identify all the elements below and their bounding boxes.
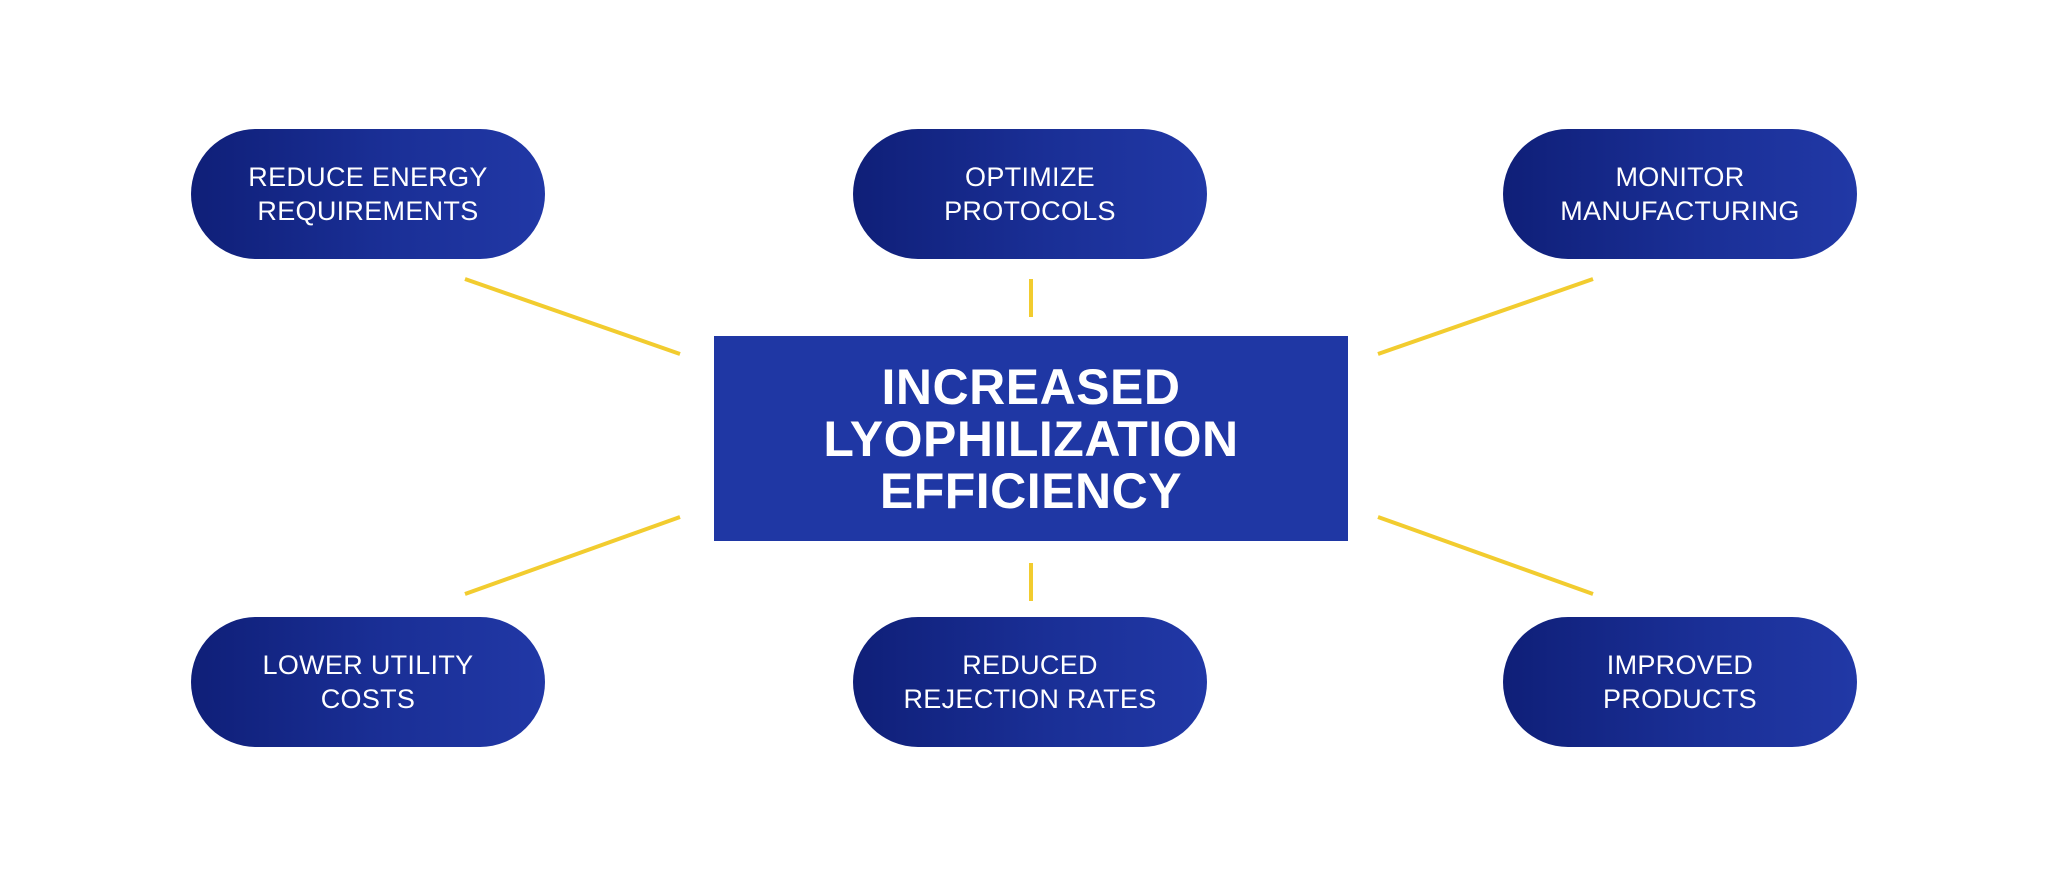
- node-improved-products: IMPROVED PRODUCTS: [1503, 617, 1857, 747]
- connector-top-right: [1377, 277, 1594, 356]
- node-monitor-manufacturing: MONITOR MANUFACTURING: [1503, 129, 1857, 259]
- node-optimize-protocols: OPTIMIZE PROTOCOLS: [853, 129, 1207, 259]
- node-label: MONITOR MANUFACTURING: [1560, 162, 1800, 226]
- node-lower-utility-costs: LOWER UTILITY COSTS: [191, 617, 545, 747]
- connector-bottom-left: [464, 515, 681, 596]
- center-node: INCREASED LYOPHILIZATION EFFICIENCY: [714, 336, 1348, 541]
- node-label: LOWER UTILITY COSTS: [262, 650, 474, 714]
- connector-bottom-right: [1377, 515, 1594, 596]
- node-label: REDUCE ENERGY REQUIREMENTS: [248, 162, 488, 226]
- node-reduce-energy-requirements: REDUCE ENERGY REQUIREMENTS: [191, 129, 545, 259]
- node-label: OPTIMIZE PROTOCOLS: [944, 162, 1116, 226]
- connector-top-left: [464, 277, 681, 356]
- center-title: INCREASED LYOPHILIZATION EFFICIENCY: [823, 358, 1239, 519]
- node-label: REDUCED REJECTION RATES: [903, 650, 1157, 714]
- node-label: IMPROVED PRODUCTS: [1603, 650, 1757, 714]
- node-reduced-rejection-rates: REDUCED REJECTION RATES: [853, 617, 1207, 747]
